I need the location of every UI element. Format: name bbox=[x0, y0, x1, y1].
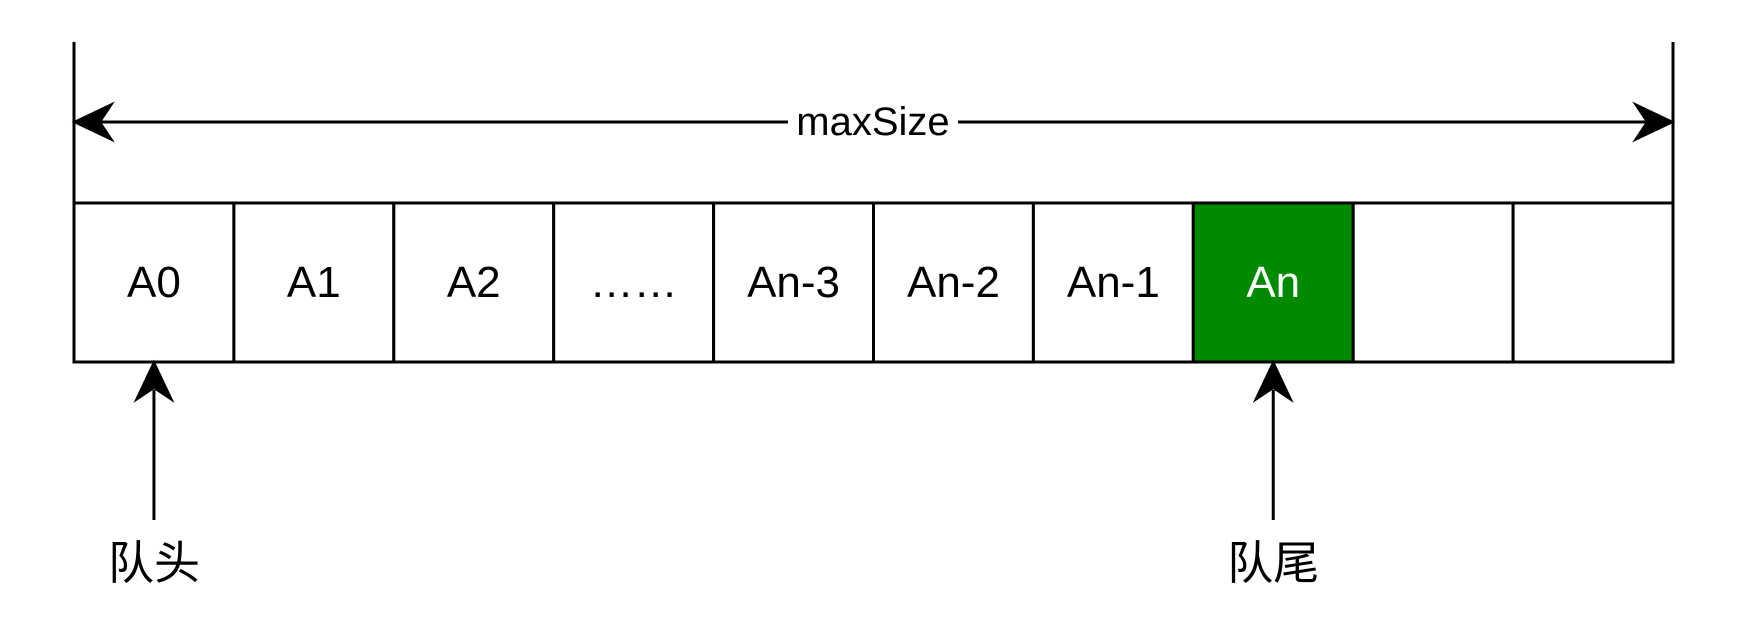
tail-pointer-label: 队尾 bbox=[1227, 536, 1319, 590]
queue-pointers: 队头 队尾 bbox=[108, 359, 1319, 590]
max-size-label: maxSize bbox=[796, 100, 949, 144]
dimension-left-arrowhead bbox=[71, 101, 115, 143]
queue-cell-label: An-3 bbox=[747, 258, 840, 307]
queue-cell-label: An-1 bbox=[1067, 258, 1160, 307]
pointer-arrowhead bbox=[1252, 359, 1294, 403]
queue-cell-box bbox=[1351, 201, 1515, 364]
queue-cell: A1 bbox=[232, 201, 396, 364]
pointer-arrowhead bbox=[133, 359, 175, 403]
queue-cell-label: A2 bbox=[447, 258, 501, 307]
queue-cell bbox=[1351, 201, 1515, 364]
head-pointer: 队头 bbox=[108, 359, 200, 590]
queue-cell-box bbox=[1511, 201, 1675, 364]
queue-cell-label: A1 bbox=[287, 258, 341, 307]
queue-cell: A0 bbox=[72, 201, 236, 364]
queue-cell bbox=[1511, 201, 1675, 364]
queue-cell-label: …… bbox=[590, 258, 678, 307]
queue-cell-box-highlighted bbox=[1191, 201, 1355, 364]
queue-cell-label: A0 bbox=[127, 258, 181, 307]
queue-cell: An-2 bbox=[872, 201, 1035, 364]
queue-cell: An bbox=[1191, 201, 1355, 364]
queue-cell: An-3 bbox=[712, 201, 875, 364]
queue-cell: A2 bbox=[392, 201, 556, 364]
queue-cell: An-1 bbox=[1031, 201, 1195, 364]
tail-pointer: 队尾 bbox=[1227, 359, 1319, 590]
dimension-right-arrowhead bbox=[1632, 101, 1676, 143]
queue-cell: …… bbox=[552, 201, 716, 364]
queue-outline bbox=[72, 201, 1675, 364]
head-pointer-label: 队头 bbox=[108, 536, 200, 590]
queue-cells: A0 A1 A2 …… An-3 An-2 An-1 An bbox=[72, 201, 1675, 364]
max-size-dimension: maxSize bbox=[71, 42, 1676, 203]
queue-cell-label: An-2 bbox=[907, 258, 1000, 307]
queue-cell-label: An bbox=[1246, 258, 1300, 307]
